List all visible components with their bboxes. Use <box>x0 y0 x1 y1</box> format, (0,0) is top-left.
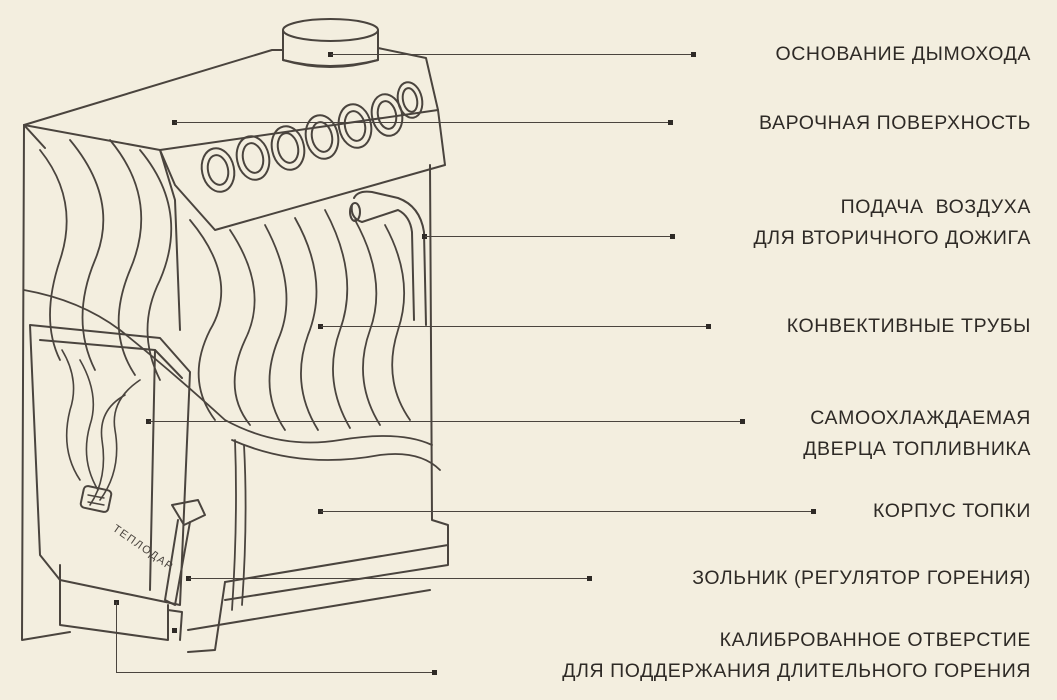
marker-firebox <box>318 509 323 514</box>
brand-mark: ТЕПЛОДАР <box>110 523 176 574</box>
marker-ashpan <box>186 576 191 581</box>
leader-firebox <box>321 511 814 512</box>
label-fuel-door: САМООХЛАЖДАЕМАЯ ДВЕРЦА ТОПЛИВНИКА <box>803 407 1031 460</box>
label-cooking-surface: ВАРОЧНАЯ ПОВЕРХНОСТЬ <box>759 112 1031 134</box>
marker-lower-corner <box>172 628 177 633</box>
label-chimney-base: ОСНОВАНИЕ ДЫМОХОДА <box>775 43 1031 65</box>
marker-chimney-end <box>691 52 696 57</box>
leader-cooking <box>175 122 670 123</box>
marker-firebox-end <box>811 509 816 514</box>
label-calibrated-hole: КАЛИБРОВАННОЕ ОТВЕРСТИЕ ДЛЯ ПОДДЕРЖАНИЯ … <box>562 629 1031 682</box>
leader-chimney <box>331 54 693 55</box>
label-firebox-body: КОРПУС ТОПКИ <box>872 500 1031 522</box>
marker-pipes <box>318 324 323 329</box>
marker-door <box>146 419 151 424</box>
marker-chimney <box>328 52 333 57</box>
fuel-door <box>29 324 206 606</box>
label-secondary-air: ПОДАЧА ВОЗДУХА ДЛЯ ВТОРИЧНОГО ДОЖИГА <box>753 196 1031 249</box>
firebox-lower <box>231 439 247 611</box>
convection-pipes <box>23 139 441 471</box>
marker-hole-end <box>432 670 437 675</box>
leader-hole <box>116 672 434 673</box>
leader-air <box>425 236 673 237</box>
leader-pipes <box>321 326 708 327</box>
marker-ashpan-end <box>587 576 592 581</box>
stove-body <box>21 124 449 653</box>
burner-rings <box>200 81 424 193</box>
marker-air <box>422 234 427 239</box>
secondary-air-pipe <box>349 190 427 326</box>
label-ash-pan: ЗОЛЬНИК (РЕГУЛЯТОР ГОРЕНИЯ) <box>692 567 1031 589</box>
marker-pipes-end <box>706 324 711 329</box>
leader-door <box>149 421 743 422</box>
leader-ashpan <box>189 578 589 579</box>
leader-hole-vertical <box>116 602 117 672</box>
marker-cooking <box>172 120 177 125</box>
marker-door-end <box>740 419 745 424</box>
ash-pan <box>59 564 183 641</box>
cooking-surface-panel <box>23 47 446 231</box>
marker-cooking-end <box>668 120 673 125</box>
marker-air-end <box>670 234 675 239</box>
label-convection-pipes: КОНВЕКТИВНЫЕ ТРУБЫ <box>786 315 1031 337</box>
chimney-collar <box>282 18 379 68</box>
